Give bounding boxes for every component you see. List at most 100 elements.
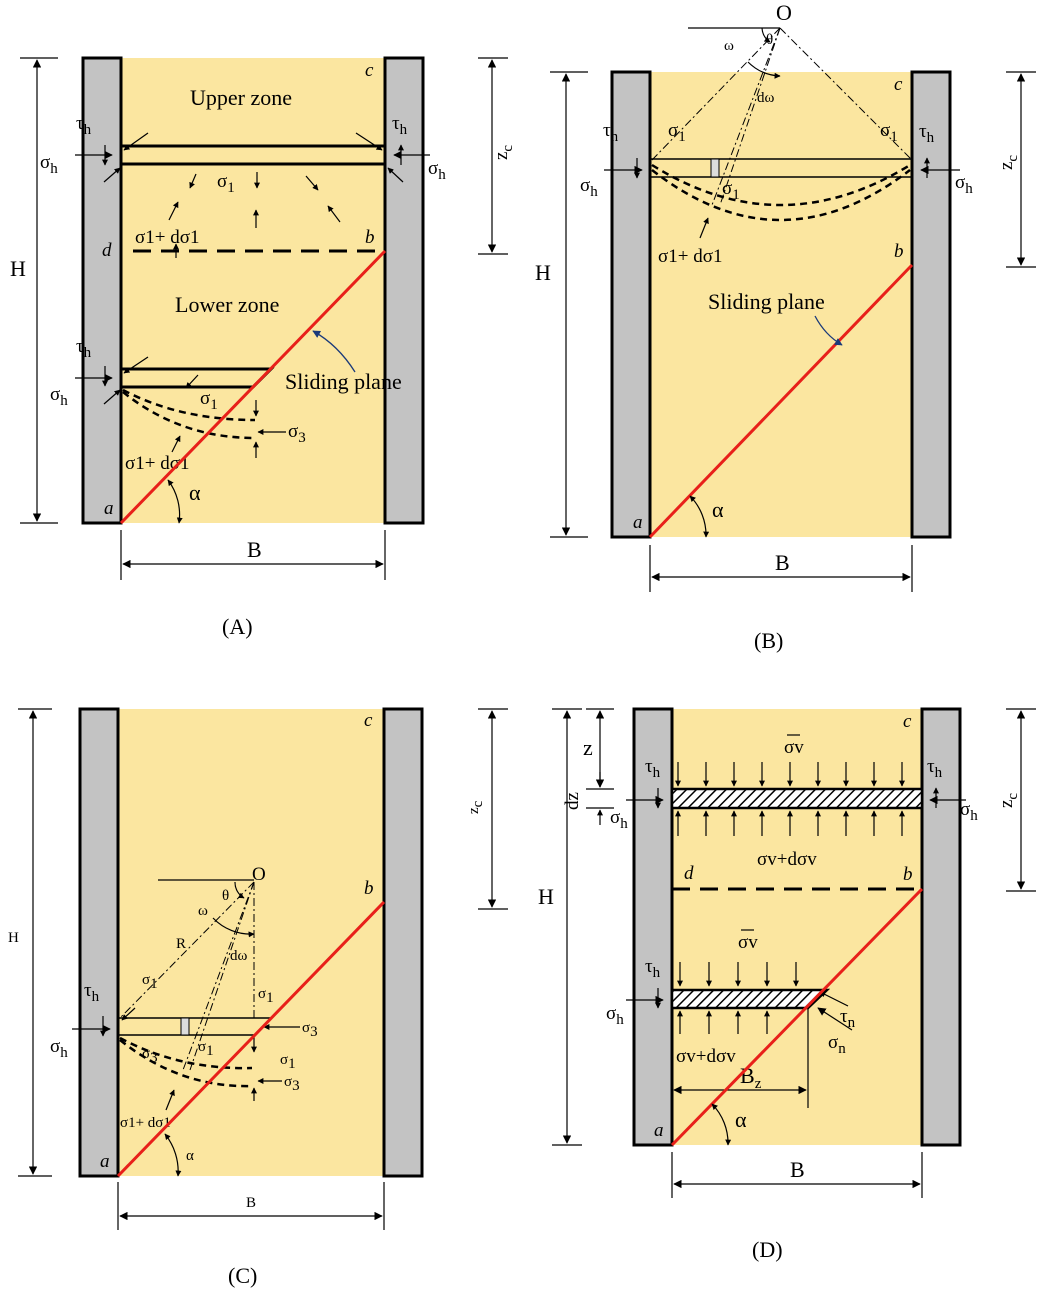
- alpha-label: α: [735, 1107, 747, 1132]
- sigma-v-lower-label: σv: [738, 932, 758, 953]
- sliding-plane-line: [648, 263, 914, 539]
- left-wall: [81, 56, 123, 525]
- tau-h-label: τh: [84, 980, 100, 1005]
- caption-a: (A): [222, 614, 253, 639]
- point-a: a: [100, 1151, 110, 1172]
- sigma-v-arrows-bottom: [675, 810, 905, 836]
- panel-b: H zc B c O ω θ dω τh τh σh σh: [535, 0, 1036, 653]
- sliding-plane-label: Sliding plane: [708, 289, 825, 314]
- sigma-h-lower-label: σh: [606, 1003, 624, 1028]
- zc-label: zc: [466, 800, 486, 814]
- sigma-v-lower-arrows: [677, 962, 799, 1034]
- sigma1-right-label: σ1: [880, 120, 898, 145]
- sigma3-right-label: σ3: [302, 1020, 318, 1040]
- point-c: c: [364, 710, 373, 731]
- sigma-v-arrows-top: [675, 762, 905, 787]
- alpha-label: α: [186, 1148, 194, 1164]
- point-c: c: [894, 74, 903, 95]
- tau-h-lower-label: τh: [76, 336, 92, 361]
- h-label: H: [535, 260, 551, 285]
- point-a: a: [104, 498, 114, 519]
- zc-label: zc: [996, 155, 1021, 170]
- sigma-v-dsigma-v-lower-label: σv+dσv: [676, 1046, 736, 1067]
- sliding-plane-label: Sliding plane: [285, 369, 402, 394]
- point-b: b: [894, 241, 904, 262]
- point-c: c: [903, 711, 912, 732]
- z-label: z: [583, 735, 593, 760]
- tau-h-right-label: τh: [927, 756, 943, 781]
- tau-h-label: τh: [603, 120, 619, 145]
- omega-label: ω: [724, 38, 734, 54]
- panel-a: H zc B c Upper zone τh τh σh σh σ1: [10, 56, 516, 639]
- sigma-h-right-label: σh: [428, 158, 446, 183]
- caption-c: (C): [228, 1263, 257, 1288]
- tau-h-right-label: τh: [392, 113, 408, 138]
- center-o: O: [252, 864, 266, 885]
- alpha-label: α: [189, 480, 201, 505]
- alpha-label: α: [712, 497, 724, 522]
- sigma-h-lower-label: σh: [50, 384, 68, 409]
- sigma-h-right-label: σh: [960, 799, 978, 824]
- sigma1-right-label: σ1: [280, 1052, 296, 1072]
- sigma1-upper-right-label: σ1: [258, 986, 274, 1006]
- domega-label: dω: [230, 948, 248, 964]
- zc-label: zc: [996, 793, 1021, 808]
- point-b: b: [365, 227, 375, 248]
- sigma1-dsigma1-label: σ1+ dσ1: [120, 1115, 171, 1131]
- sigma1-label: σ1: [198, 1039, 214, 1059]
- b-label: B: [790, 1157, 805, 1182]
- sigma1-lower-label: σ1: [200, 388, 218, 413]
- tau-n-label: τn: [840, 1006, 856, 1031]
- point-a: a: [654, 1120, 664, 1141]
- tau-h-right-label: τh: [919, 121, 935, 146]
- sigma1-left-label: σ1: [668, 120, 686, 145]
- right-wall: [383, 56, 425, 525]
- tau-h-lower-label: τh: [645, 956, 661, 981]
- sigma1-label: σ1: [217, 171, 235, 196]
- sigma-h-label: σh: [40, 152, 58, 177]
- upper-zone-label: Upper zone: [190, 85, 292, 110]
- sigma3-left-label: σ3: [142, 1046, 158, 1066]
- sliding-plane-line: [116, 900, 386, 1178]
- sigma-v-dsigma-v-label: σv+dσv: [757, 849, 817, 870]
- b-label: B: [247, 537, 262, 562]
- sliding-plane-line: [119, 249, 387, 525]
- caption-d: (D): [752, 1237, 783, 1262]
- sigma-h-label: σh: [50, 1036, 68, 1061]
- sigma-h-label: σh: [580, 175, 598, 200]
- sigma3-label: σ3: [288, 421, 306, 446]
- caption-b: (B): [754, 628, 783, 653]
- sigma1-label: σ1: [722, 178, 740, 203]
- r-label: R: [176, 936, 186, 952]
- panel-d: H z dz zc B c σv: [538, 707, 1036, 1262]
- panel-c: H zc B c O ω θ R dω σ1 σ1 τh σh: [8, 707, 508, 1288]
- sigma1-upper-left-label: σ1: [142, 972, 158, 992]
- theta-label: θ: [766, 32, 773, 48]
- tau-h-label: τh: [76, 113, 92, 138]
- sigma-v-label: σv: [784, 737, 804, 758]
- zc-label: zc: [491, 145, 516, 160]
- point-d: d: [684, 863, 694, 884]
- sigma3-lower-label: σ3: [284, 1074, 300, 1094]
- sigma-h-label: σh: [610, 807, 628, 832]
- point-d: d: [102, 240, 112, 261]
- point-b: b: [903, 864, 913, 885]
- b-label: B: [246, 1195, 256, 1211]
- domega-label: dω: [757, 90, 775, 106]
- b-label: B: [775, 550, 790, 575]
- tau-h-label: τh: [645, 756, 661, 781]
- center-o: O: [776, 0, 792, 25]
- dz-label: dz: [562, 792, 583, 810]
- lower-zone-label: Lower zone: [175, 292, 279, 317]
- sigma1-dsigma1-label: σ1+ dσ1: [658, 246, 722, 267]
- point-c: c: [365, 60, 374, 81]
- sliding-plane-line: [670, 887, 924, 1147]
- h-label: H: [8, 930, 19, 946]
- point-b: b: [364, 878, 374, 899]
- theta-label: θ: [222, 888, 229, 904]
- h-label: H: [538, 884, 554, 909]
- bz-label: Bz: [740, 1063, 762, 1092]
- point-a: a: [633, 512, 643, 533]
- sigma-n-label: σn: [828, 1032, 846, 1057]
